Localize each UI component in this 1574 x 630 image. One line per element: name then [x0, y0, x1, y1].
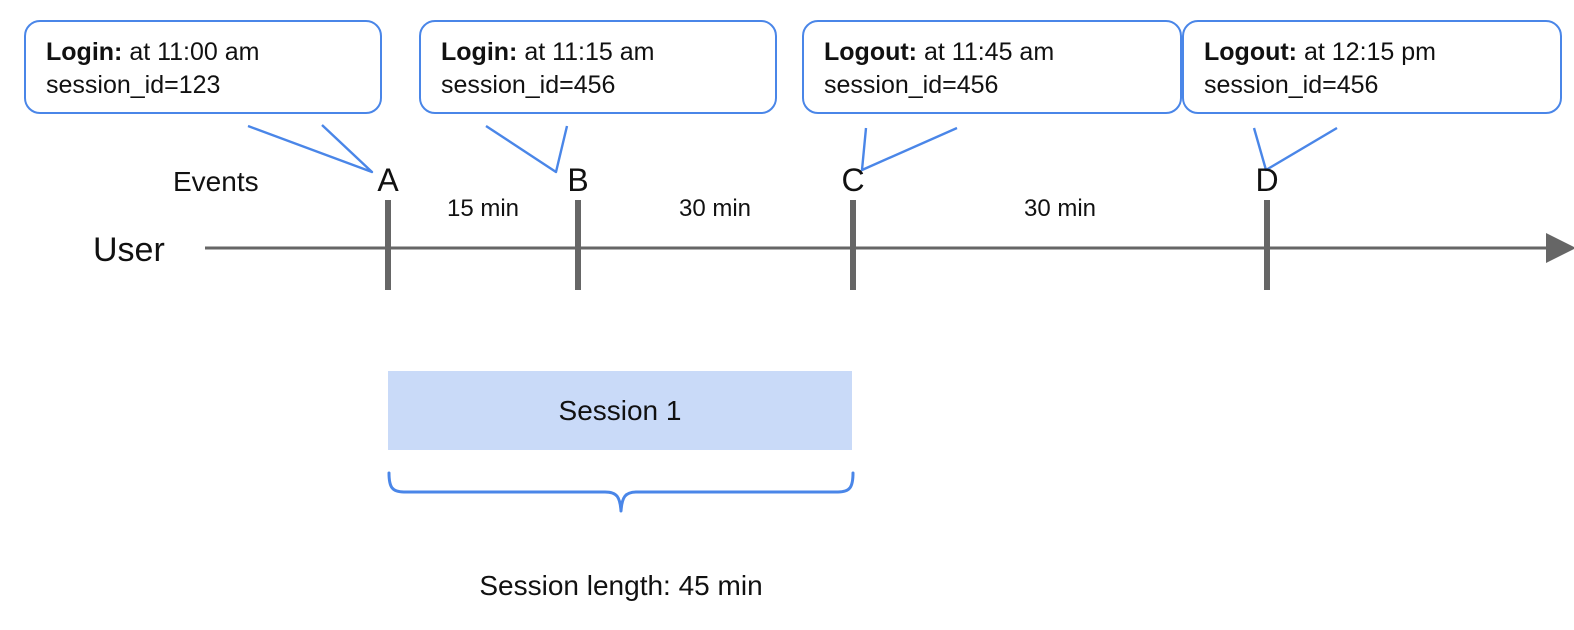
callout-b-event-type: Login: [441, 38, 518, 66]
callout-event-b: Login: at 11:15 am session_id=456 [419, 20, 777, 114]
interval-label-c-d: 30 min [1023, 195, 1097, 222]
callout-d-line1: Logout: at 12:15 pm [1204, 36, 1542, 69]
event-letter-b: B [567, 162, 589, 198]
session-bar-label: Session 1 [558, 394, 682, 426]
callout-a-event-type: Login: [46, 38, 123, 66]
callout-tail-a [247, 124, 374, 174]
session-brace [387, 471, 855, 513]
callout-c-event-type: Logout: [824, 38, 918, 66]
interval-label-a-b: 15 min [446, 195, 520, 222]
event-letter-c: C [841, 162, 865, 198]
user-row-label: User [93, 231, 165, 269]
event-letter-d: D [1255, 162, 1279, 198]
callout-a-time: at 11:00 am [129, 38, 260, 66]
callout-event-c: Logout: at 11:45 am session_id=456 [802, 20, 1182, 114]
callout-c-line1: Logout: at 11:45 am [824, 36, 1162, 69]
event-letter-a: A [377, 162, 399, 198]
callout-d-session-id: session_id=456 [1204, 71, 1379, 99]
callout-b-session-id: session_id=456 [441, 71, 616, 99]
callout-c-time: at 11:45 am [923, 38, 1055, 66]
callout-d-time: at 12:15 pm [1303, 38, 1436, 66]
callout-event-d: Logout: at 12:15 pm session_id=456 [1182, 20, 1562, 114]
callout-event-a: Login: at 11:00 am session_id=123 [24, 20, 382, 114]
callout-a-line1: Login: at 11:00 am [46, 36, 362, 69]
events-row-label: Events [173, 166, 259, 197]
session-length-summary: Session length: 45 min [479, 570, 763, 601]
callout-b-time: at 11:15 am [524, 38, 655, 66]
session-bar: Session 1 [388, 371, 852, 450]
callout-a-session-id: session_id=123 [46, 71, 221, 99]
callout-b-line1: Login: at 11:15 am [441, 36, 757, 69]
callout-c-session-id: session_id=456 [824, 71, 999, 99]
callout-d-event-type: Logout: [1204, 38, 1298, 66]
interval-label-b-c: 30 min [678, 195, 752, 222]
